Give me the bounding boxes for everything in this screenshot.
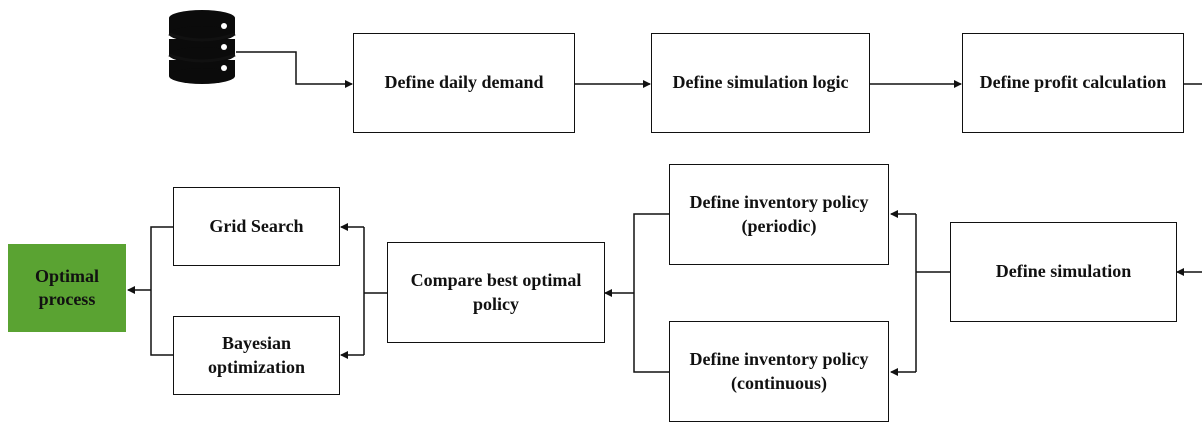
connector-policies-merge	[633, 213, 669, 373]
node-compare-best-optimal-policy: Compare best optimal policy	[387, 242, 605, 343]
node-bayesian-optimization: Bayesian optimization	[173, 316, 340, 395]
node-define-simulation: Define simulation	[950, 222, 1177, 322]
connector-compare-fan-out	[363, 227, 387, 355]
node-define-daily-demand: Define daily demand	[353, 33, 575, 133]
node-define-inventory-policy-periodic: Define inventory policy (periodic)	[669, 164, 889, 265]
node-define-inventory-policy-continuous: Define inventory policy (continuous)	[669, 321, 889, 422]
database-icon	[168, 10, 236, 84]
connector-simulation-fan-out	[915, 214, 950, 372]
node-optimal-process: Optimal process	[8, 244, 126, 332]
connector-searches-merge	[150, 226, 173, 356]
node-define-profit-calculation: Define profit calculation	[962, 33, 1184, 133]
node-define-simulation-logic: Define simulation logic	[651, 33, 870, 133]
node-grid-search: Grid Search	[173, 187, 340, 266]
connector-database-to-daily-demand	[236, 51, 353, 88]
